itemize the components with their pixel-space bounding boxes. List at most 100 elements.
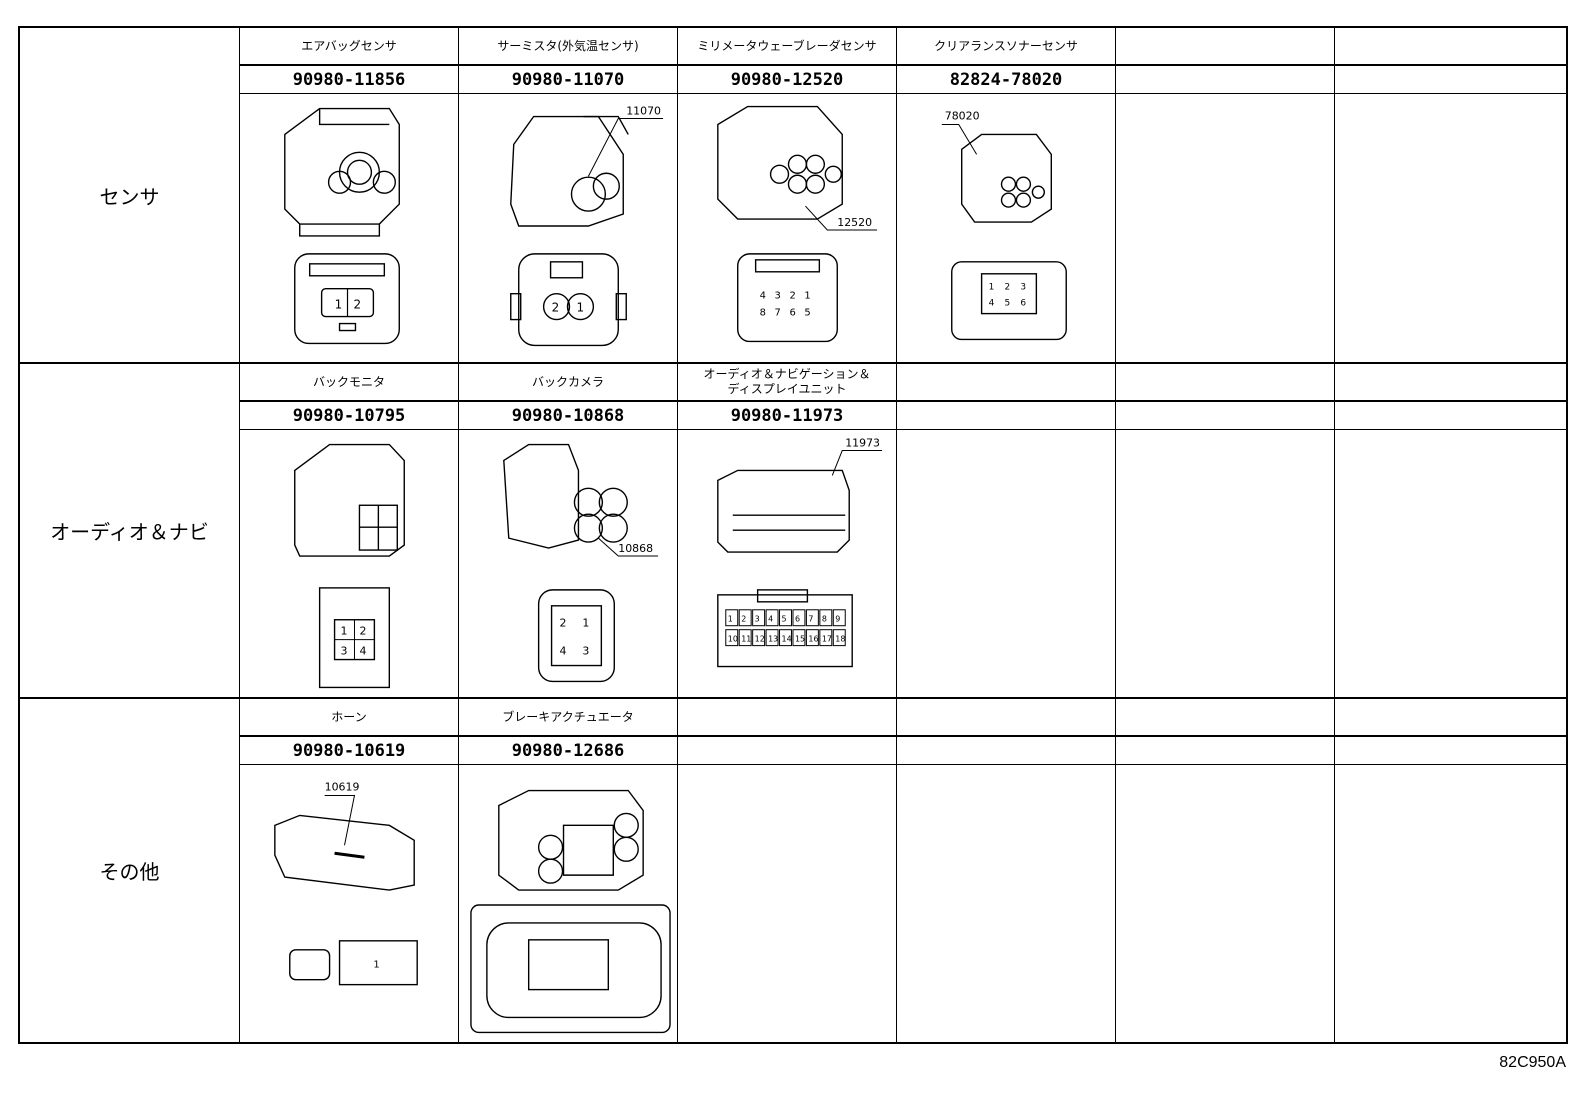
connector-cell: エアバッグセンサ 90980-11856 1 2 [240,28,459,362]
empty-cell [678,699,897,1042]
category-label: センサ [99,184,160,209]
pin-label: 1 [335,298,343,312]
connector-name: ミリメータウェーブレーダセンサ [678,28,896,66]
category-label: その他 [99,860,160,884]
pin-label: 1 [989,283,995,293]
pin-cell [792,609,806,627]
pin-cell [805,629,819,647]
pin-label: 2 [552,301,560,315]
pin-label: 11 [741,635,751,644]
pin-label: 4 [989,299,995,309]
empty-name [1116,28,1334,66]
empty-cell [1335,364,1566,697]
pin-label: 17 [822,635,832,644]
pin-label: 5 [804,308,810,319]
pin-label: 10 [728,635,738,644]
pin-cell [765,609,779,627]
empty-num [678,737,896,765]
callout-label: 10868 [618,542,653,555]
pin-label: 5 [782,615,787,624]
pin-label: 15 [795,635,805,644]
pin-label: 9 [835,615,840,624]
connector-drawing [459,765,677,1042]
pin-label: 4 [560,645,567,658]
part-number: 90980-10795 [240,402,458,430]
empty-cell [897,699,1116,1042]
row-divider [20,697,1566,699]
empty-num [1335,402,1566,430]
pin-label: 1 [373,960,379,971]
part-number: 90980-11973 [678,402,896,430]
empty-name [678,699,896,737]
empty-cell [897,364,1116,697]
pin-label: 13 [768,635,778,644]
pin-label: 16 [808,635,818,644]
pin-label: 6 [1020,299,1026,309]
empty-name [1335,28,1566,66]
pin-cell [779,629,792,647]
pin-label: 2 [1005,283,1011,293]
connector-drawing: 1 2 [240,94,458,362]
pin-label: 2 [789,291,795,302]
pin-label: 12 [755,635,765,644]
pin-label: 3 [1020,283,1026,293]
pin-label: 4 [768,615,773,624]
part-number: 82824-78020 [897,66,1115,94]
pin-label: 1 [804,291,810,302]
empty-name [1335,699,1566,737]
part-number: 90980-10619 [240,737,458,765]
pin-label: 2 [560,617,567,630]
pin-label: 3 [775,291,781,302]
connector-name: エアバッグセンサ [240,28,458,66]
pin-label: 1 [582,617,589,630]
empty-cell [1335,699,1566,1042]
empty-num [1116,737,1334,765]
pin-cell [805,609,819,627]
pin-label: 2 [359,625,366,638]
pin-label: 14 [782,635,792,644]
pin-label: 2 [353,298,361,312]
pin-label: 1 [341,625,348,638]
empty-cell [1116,364,1335,697]
callout-label: 11070 [626,105,661,118]
empty-name [897,364,1115,402]
connector-name: ホーン [240,699,458,737]
category-sensor: センサ [20,28,240,362]
empty-num [1335,66,1566,94]
connector-name: バックモニタ [240,364,458,402]
callout-label: 10619 [325,781,360,794]
pin-cell [725,629,739,647]
pin-cell [832,629,846,647]
pin-label: 6 [789,308,795,319]
connector-drawing: 10868 2 1 4 3 [459,430,677,697]
pin-label: 4 [359,645,366,658]
pin-cell [832,609,846,627]
connector-cell: ホーン 90980-10619 10619 1 [240,699,459,1042]
connector-name: ブレーキアクチュエータ [459,699,677,737]
part-number: 90980-11070 [459,66,677,94]
pin-label: 3 [755,615,760,624]
connector-name: サーミスタ(外気温センサ) [459,28,677,66]
pin-label: 3 [341,645,348,658]
empty-num [1335,737,1566,765]
connector-cell: バックカメラ 90980-10868 10868 2 1 4 3 [459,364,678,697]
figure-id: 82C950A [1499,1054,1566,1071]
part-number: 90980-11856 [240,66,458,94]
connector-cell: オーディオ＆ナビゲーション＆ ディスプレイユニット 90980-11973 11… [678,364,897,697]
pin-cell [752,609,766,627]
connector-cell: クリアランスソナーセンサ 82824-78020 78020 1 2 3 4 5 [897,28,1116,362]
empty-cell [1335,28,1566,362]
pin-label: 7 [808,615,813,624]
connector-drawing: 12520 4 3 2 1 8 7 6 5 [678,94,896,362]
pin-cell [725,609,739,627]
pin-label: 7 [775,308,781,319]
pin-label: 1 [576,301,584,315]
pin-cell [738,629,752,647]
connector-drawing: 10619 1 [240,765,458,1042]
pin-label: 18 [835,635,845,644]
empty-name [1335,364,1566,402]
empty-num [897,402,1115,430]
part-number: 90980-10868 [459,402,677,430]
part-number: 90980-12520 [678,66,896,94]
empty-name [1116,699,1334,737]
